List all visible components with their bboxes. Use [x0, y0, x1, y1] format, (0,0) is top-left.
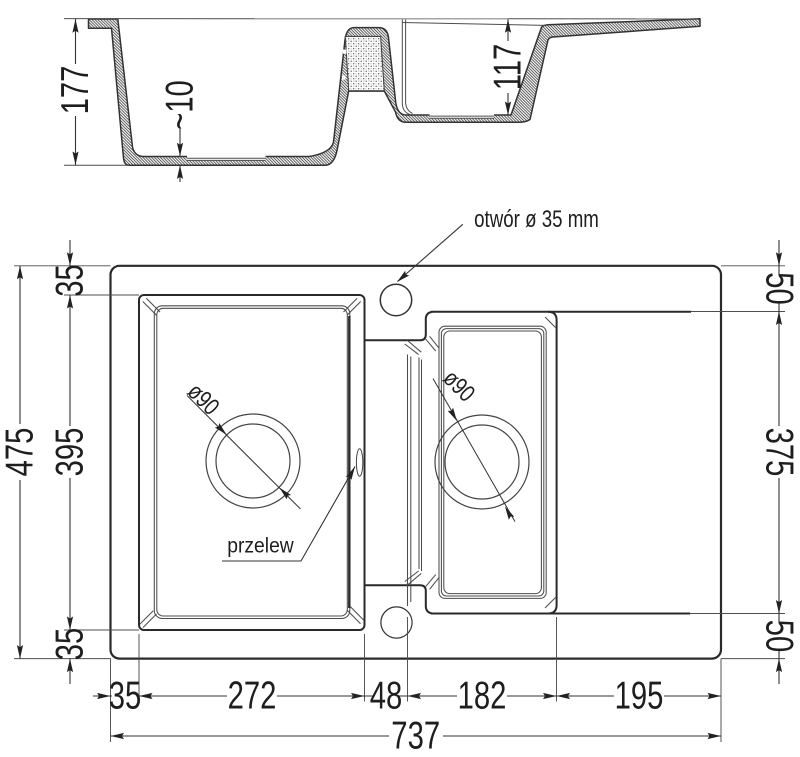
svg-text:195: 195: [615, 675, 664, 718]
svg-text:272: 272: [228, 675, 277, 718]
svg-text:182: 182: [458, 675, 507, 718]
svg-text:50: 50: [757, 272, 800, 305]
svg-text:otwór ø 35 mm: otwór ø 35 mm: [474, 206, 599, 233]
svg-text:375: 375: [757, 428, 800, 477]
svg-text:737: 737: [391, 715, 440, 757]
svg-text:35: 35: [109, 675, 142, 718]
svg-text:35: 35: [49, 628, 92, 661]
svg-text:475: 475: [0, 428, 42, 477]
svg-text:48: 48: [370, 675, 403, 718]
svg-text:117: 117: [487, 44, 530, 91]
svg-text:50: 50: [757, 620, 800, 653]
svg-text:~10: ~10: [159, 80, 202, 130]
svg-text:177: 177: [54, 66, 97, 115]
svg-text:395: 395: [49, 428, 92, 477]
svg-text:przelew: przelew: [227, 535, 294, 558]
svg-text:35: 35: [49, 264, 92, 297]
